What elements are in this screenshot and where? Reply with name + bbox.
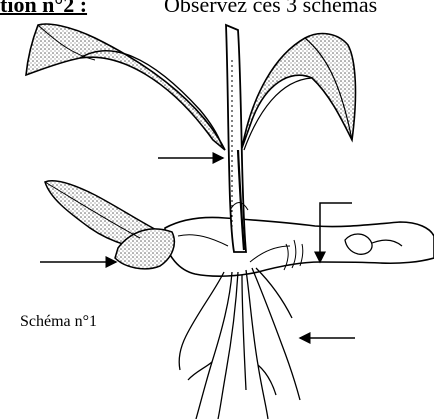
schema-label: Schéma n°1: [20, 314, 97, 330]
lateral-bud: [45, 181, 174, 269]
right-leaf: [242, 34, 355, 150]
roots: [179, 268, 300, 419]
rhizome: [165, 217, 434, 276]
left-leaf: [26, 24, 225, 150]
